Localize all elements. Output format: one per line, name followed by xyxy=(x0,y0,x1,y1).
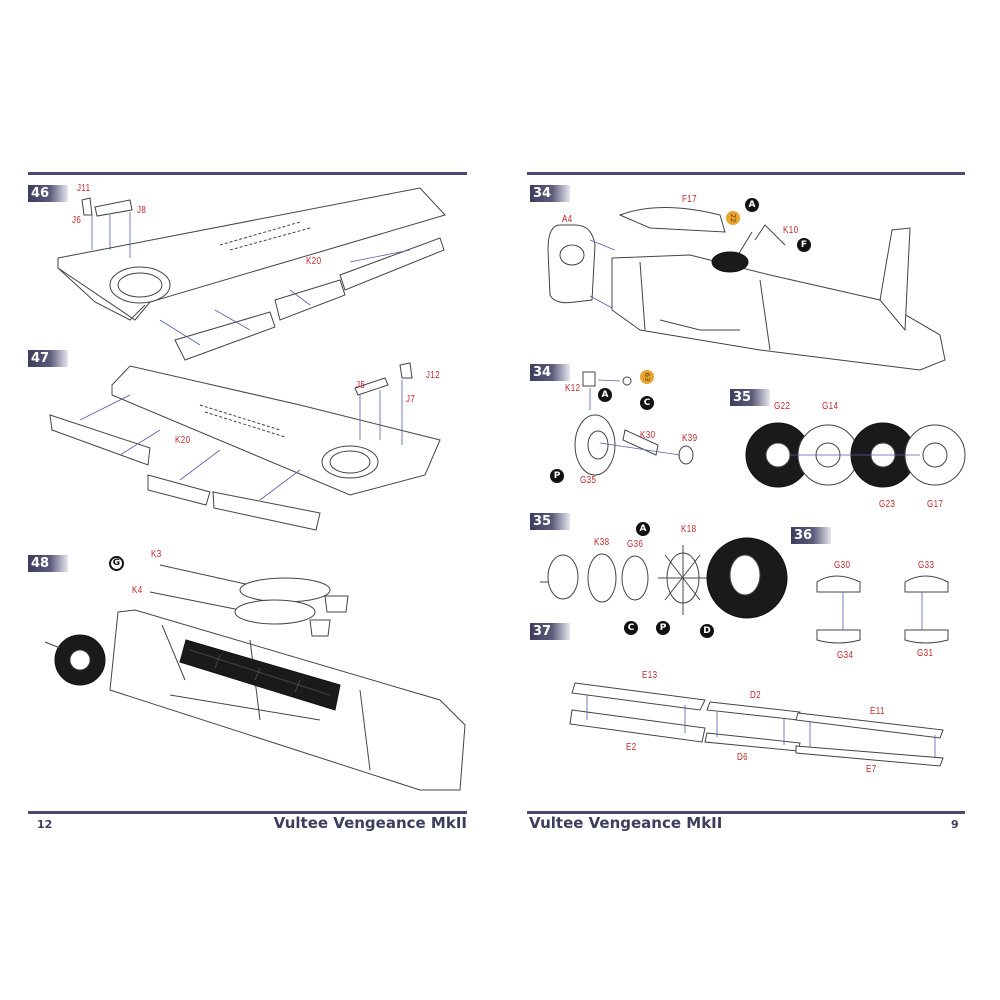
marker-circle: C xyxy=(624,621,638,635)
marker-circle: G xyxy=(109,556,124,571)
part-label: A4 xyxy=(562,214,573,225)
left-page-number: 12 xyxy=(37,818,53,831)
part-label: J7 xyxy=(406,394,416,405)
part-label: J5 xyxy=(356,380,366,391)
part-label: K38 xyxy=(594,537,610,548)
right-page-number: 9 xyxy=(951,818,959,831)
marker-circle: P xyxy=(656,621,670,635)
part-label: J11 xyxy=(77,183,91,194)
part-label: K39 xyxy=(682,433,698,444)
part-label: E11 xyxy=(870,706,885,717)
engine-assembly-35-drawing xyxy=(540,537,788,619)
part-label: J6 xyxy=(72,215,82,226)
part-label: J8 xyxy=(137,205,147,216)
part-label: G33 xyxy=(918,560,935,571)
step-badge-35: 35 xyxy=(730,389,770,406)
part-label: G17 xyxy=(927,499,944,510)
marker-circle: C xyxy=(640,396,654,410)
paint-code-badge: 63 xyxy=(640,370,654,384)
part-label: K12 xyxy=(565,383,581,394)
part-label: G36 xyxy=(627,539,644,550)
flaps-37-drawing xyxy=(569,682,944,767)
part-label: D6 xyxy=(737,752,749,763)
fuselage-48-drawing xyxy=(44,564,466,791)
engine-stars-35-drawing xyxy=(745,422,966,488)
part-label: K20 xyxy=(175,435,191,446)
part-label: F17 xyxy=(682,194,697,205)
part-label: E13 xyxy=(642,670,658,681)
part-label: K20 xyxy=(306,256,322,267)
part-label: G23 xyxy=(879,499,896,510)
part-label: G30 xyxy=(834,560,851,571)
part-label: E2 xyxy=(626,742,637,753)
right-footer-title: Vultee Vengeance MkII xyxy=(529,814,723,832)
left-bottom-rule xyxy=(28,811,467,814)
wing-46-drawing xyxy=(57,187,446,361)
part-label: G34 xyxy=(837,650,854,661)
part-label: K18 xyxy=(681,524,697,535)
propeller-hub-34-drawing xyxy=(574,371,694,476)
marker-circle: D xyxy=(700,624,714,638)
part-label: G14 xyxy=(822,401,839,412)
marker-circle: A xyxy=(745,198,759,212)
part-label: G31 xyxy=(917,648,934,659)
step-badge-34: 34 xyxy=(530,185,570,202)
part-label: K3 xyxy=(151,549,162,560)
marker-circle: P xyxy=(550,469,564,483)
left-footer-title: Vultee Vengeance MkII xyxy=(273,814,467,832)
part-label: K30 xyxy=(640,430,656,441)
right-bottom-rule xyxy=(527,811,965,814)
step-badge-48: 48 xyxy=(28,555,68,572)
part-label: K10 xyxy=(783,225,799,236)
step-badge-47: 47 xyxy=(28,350,68,367)
right-top-rule xyxy=(527,172,965,175)
wing-47-drawing xyxy=(49,362,441,531)
marker-circle: F xyxy=(797,238,811,252)
part-label: E7 xyxy=(866,764,877,775)
fuselage-34-drawing xyxy=(547,207,946,371)
parts-36-drawing xyxy=(816,575,949,644)
step-badge-37: 37 xyxy=(530,623,570,640)
step-badge-34b: 34 xyxy=(530,364,570,381)
step-badge-46: 46 xyxy=(28,185,68,202)
left-top-rule xyxy=(28,172,467,175)
marker-circle: A xyxy=(636,522,650,536)
part-label: G22 xyxy=(774,401,791,412)
paint-code-badge: 22 xyxy=(726,211,740,225)
marker-circle: A xyxy=(598,388,612,402)
part-label: G35 xyxy=(580,475,597,486)
part-label: K4 xyxy=(132,585,143,596)
step-badge-35b: 35 xyxy=(530,513,570,530)
step-badge-36: 36 xyxy=(791,527,831,544)
part-label: J12 xyxy=(426,370,441,381)
part-label: D2 xyxy=(750,690,762,701)
